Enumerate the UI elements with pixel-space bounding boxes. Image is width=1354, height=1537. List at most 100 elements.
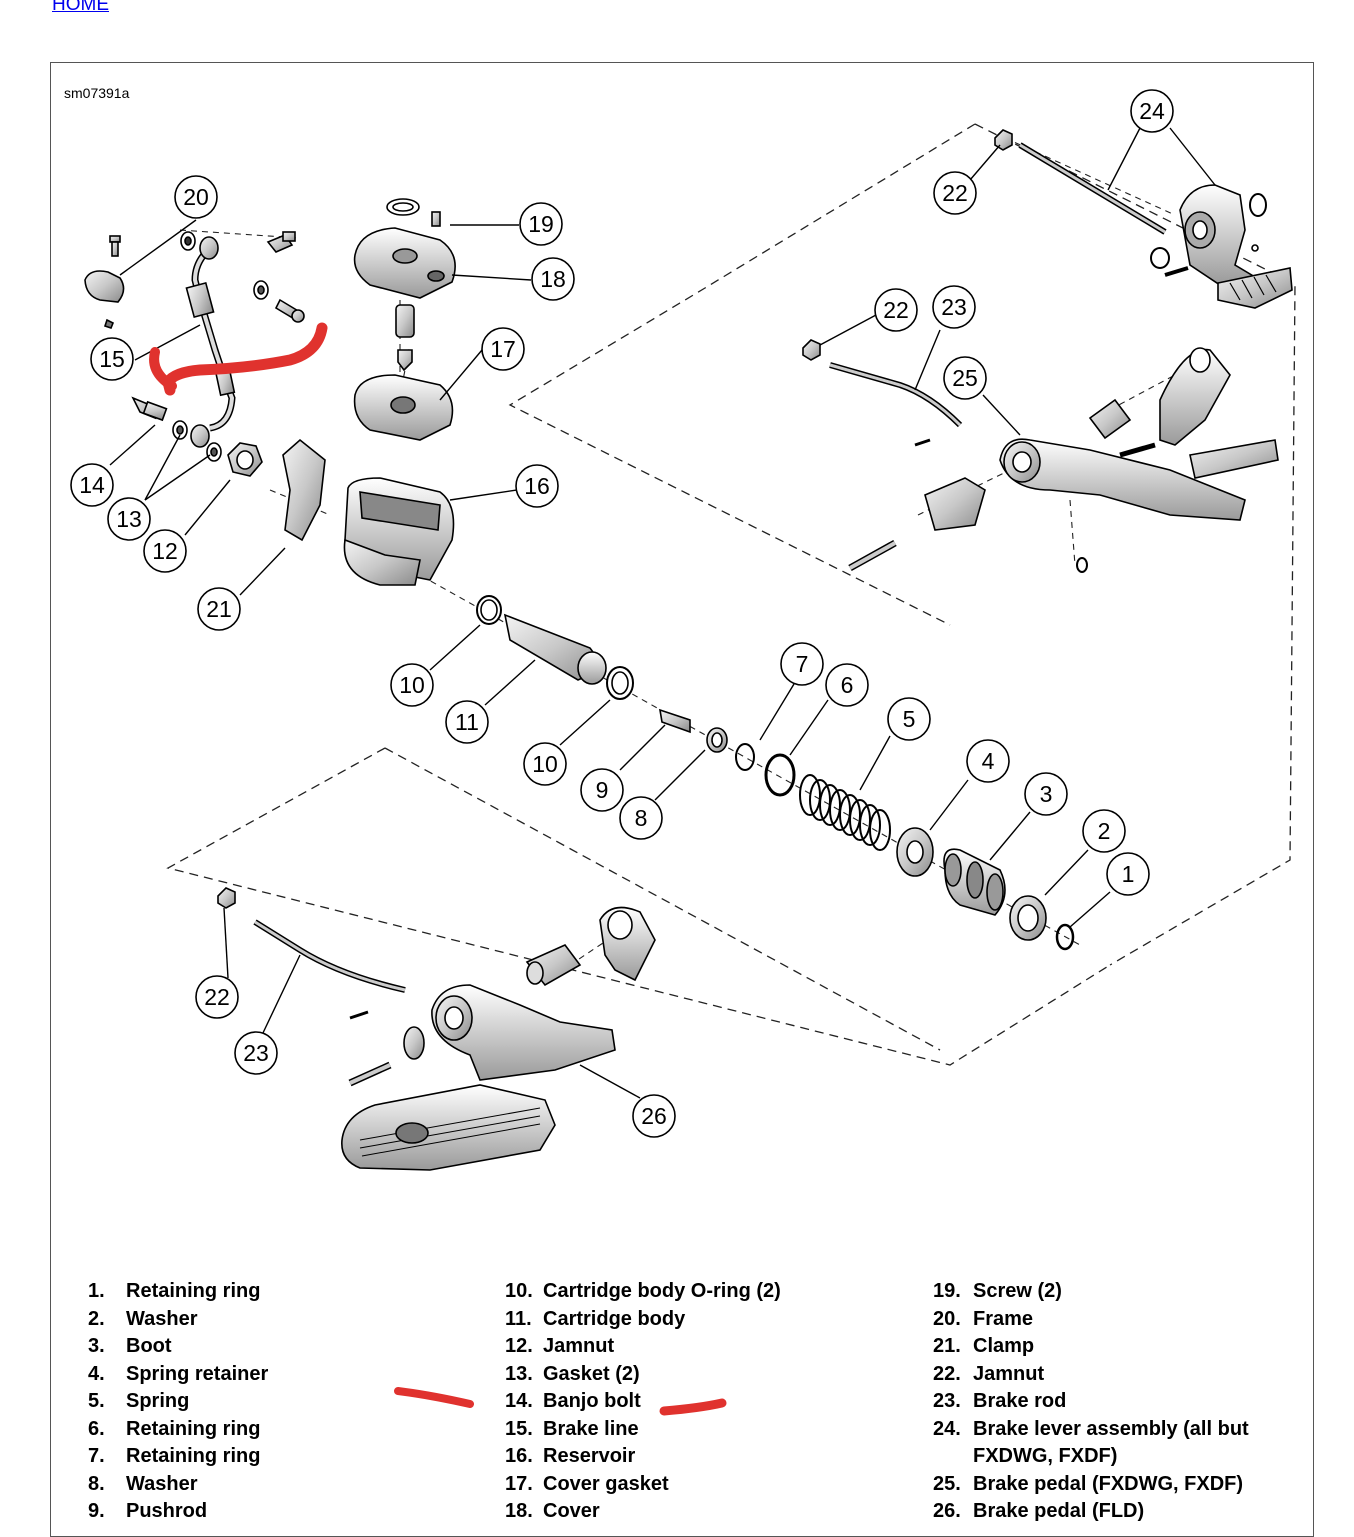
callout-label: 19 xyxy=(528,211,554,237)
callout-9 xyxy=(580,768,624,812)
callout-15 xyxy=(90,337,134,381)
brake-lever-assembly xyxy=(994,129,1293,309)
legend-item: 13.Gasket (2) xyxy=(505,1362,640,1385)
legend-item: 5.Spring xyxy=(88,1390,190,1412)
callout-19 xyxy=(519,202,563,246)
callout-label: 10 xyxy=(399,672,425,698)
callout-label: 15 xyxy=(99,346,125,372)
assembly-axis xyxy=(179,137,1176,966)
legend-item: 15.Brake line xyxy=(505,1417,639,1440)
callout-label: 2 xyxy=(1098,818,1111,844)
callout-21 xyxy=(197,587,241,631)
callout-10a xyxy=(390,663,434,707)
legend-item: 20.Frame xyxy=(933,1307,1034,1330)
legend-item: 3.Boot xyxy=(88,1335,172,1357)
legend-item: 19.Screw (2) xyxy=(933,1280,1062,1302)
legend-item: 17.Cover gasket xyxy=(505,1472,669,1495)
callout-label: 23 xyxy=(941,294,967,320)
callout-17 xyxy=(481,327,525,371)
callout-label: 14 xyxy=(79,472,105,498)
callout-label: 22 xyxy=(204,984,230,1010)
legend-item: 22.Jamnut xyxy=(933,1362,1045,1385)
callout-20 xyxy=(174,175,218,219)
brake-pedal-fxdwg xyxy=(802,339,1279,573)
callout-label: 22 xyxy=(883,297,909,323)
group-outlines xyxy=(166,123,1296,1066)
legend-item: 2.Washer xyxy=(88,1307,198,1330)
callout-22c xyxy=(195,975,239,1019)
legend-item: 21.Clamp xyxy=(933,1335,1035,1357)
red-underline-right xyxy=(659,1398,727,1416)
callout-16 xyxy=(515,464,559,508)
callout-24 xyxy=(1130,89,1174,133)
callout-8 xyxy=(619,796,663,840)
legend-item: 18.Cover xyxy=(505,1500,600,1522)
callout-12 xyxy=(143,529,187,573)
callout-label: 5 xyxy=(903,706,916,732)
callout-label: 23 xyxy=(243,1040,269,1066)
callout-label: 7 xyxy=(796,651,809,677)
callout-label: 21 xyxy=(206,596,232,622)
red-arrow-annotation xyxy=(162,322,328,396)
callout-7 xyxy=(780,642,824,686)
callout-label: 3 xyxy=(1040,781,1053,807)
callout-22b xyxy=(874,288,918,332)
callout-2 xyxy=(1082,809,1126,853)
callout-11 xyxy=(445,700,489,744)
callout-label: 1 xyxy=(1122,861,1135,887)
callout-label: 9 xyxy=(596,777,609,803)
upper-pedal-group-outline xyxy=(974,123,1296,966)
legend-item: 1.Retaining ring xyxy=(88,1280,261,1302)
legend-item: 12.Jamnut xyxy=(505,1335,615,1357)
callout-14 xyxy=(70,463,114,507)
upper-pedal-group-outline-left xyxy=(508,123,976,626)
callout-13 xyxy=(107,497,151,541)
callout-26 xyxy=(632,1094,676,1138)
legend-item: 7.Retaining ring xyxy=(88,1445,261,1467)
legend-item: 4.Spring retainer xyxy=(88,1362,269,1385)
callout-label: 6 xyxy=(841,672,854,698)
cartridge-parts xyxy=(476,595,1075,951)
legend-item: 10.Cartridge body O-ring (2) xyxy=(505,1280,781,1302)
lower-pedal-group-top xyxy=(384,747,941,1051)
callout-5 xyxy=(887,697,931,741)
figure-frame xyxy=(50,62,1314,1537)
home-link[interactable]: HOME xyxy=(52,0,109,15)
red-underline-left xyxy=(394,1387,474,1408)
callout-23b xyxy=(234,1031,278,1075)
callout-label: 17 xyxy=(490,336,516,362)
legend-column-3: 19.Screw (2) 20.Frame 21.Clamp 22.Jamnut… xyxy=(933,1278,1249,1526)
legend-item: 16.Reservoir xyxy=(505,1445,636,1467)
callout-label: 26 xyxy=(641,1103,667,1129)
callout-label: 22 xyxy=(942,180,968,206)
callout-label: 10 xyxy=(532,751,558,777)
legend-item: 14.Banjo bolt xyxy=(505,1390,641,1412)
callouts xyxy=(70,89,1174,1138)
callout-label: 18 xyxy=(540,266,566,292)
legend-item: 9.Pushrod xyxy=(88,1500,208,1522)
callout-23a xyxy=(932,285,976,329)
callout-label: 4 xyxy=(982,748,995,774)
leader-lines xyxy=(109,127,1216,1099)
callout-label: 20 xyxy=(183,184,209,210)
callout-label: 24 xyxy=(1139,98,1165,124)
callout-label: 13 xyxy=(116,506,142,532)
legend-item: 23.Brake rod xyxy=(933,1390,1067,1412)
callout-label: 16 xyxy=(524,473,550,499)
callout-10b xyxy=(523,742,567,786)
callout-label: 25 xyxy=(952,365,978,391)
legend-item: 26.Brake pedal (FLD) xyxy=(933,1500,1145,1522)
callout-label: 8 xyxy=(635,805,648,831)
callout-3 xyxy=(1024,772,1068,816)
legend-item: 25.Brake pedal (FXDWG, FXDF) xyxy=(933,1472,1244,1495)
figure-id: sm07391a xyxy=(64,85,130,101)
brake-pedal-fld xyxy=(217,887,656,1171)
master-cylinder-parts xyxy=(282,198,456,586)
callout-18 xyxy=(531,257,575,301)
legend-item: 24.Brake lever assembly (all but xyxy=(933,1417,1249,1440)
callout-label: 12 xyxy=(152,538,178,564)
callout-1 xyxy=(1106,852,1150,896)
legend-item: 8.Washer xyxy=(88,1472,198,1495)
red-annotations xyxy=(149,322,727,1416)
